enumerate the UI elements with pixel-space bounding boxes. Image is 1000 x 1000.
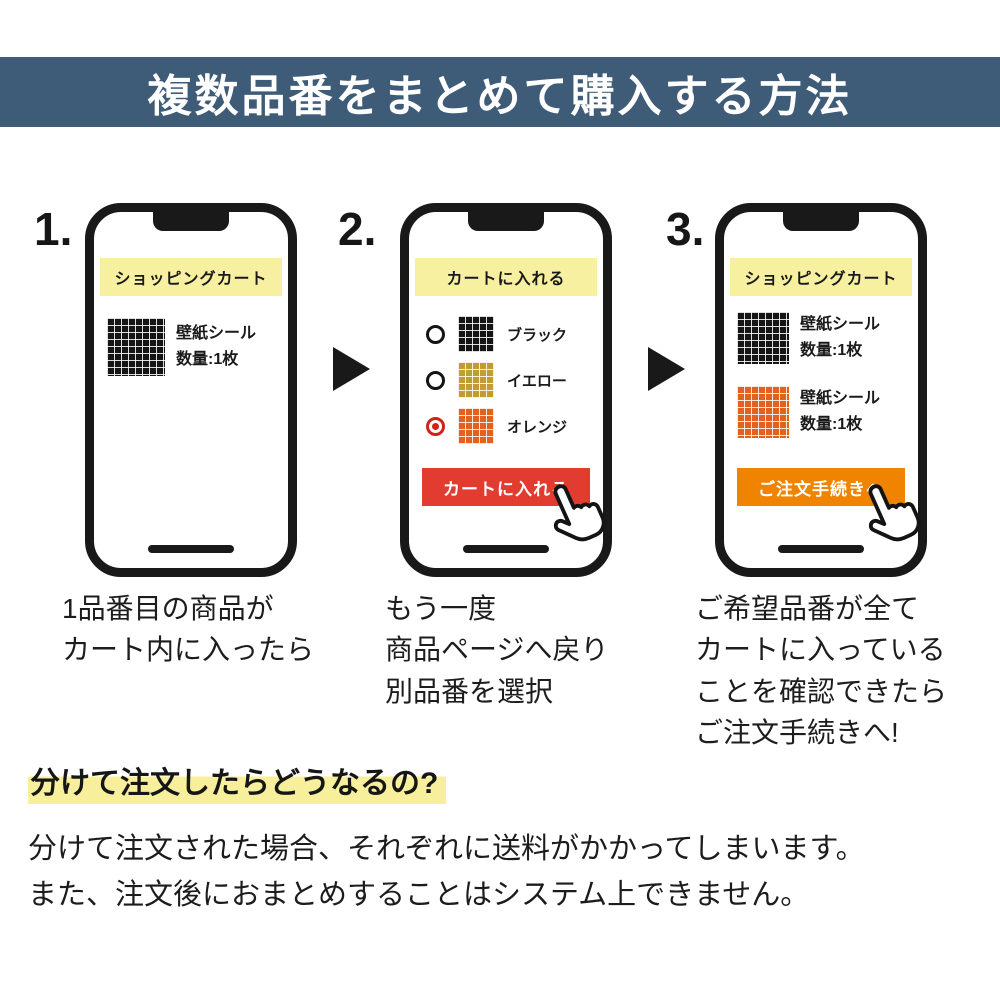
phone-notch: [153, 211, 229, 231]
step-2-caption: もう一度 商品ページへ戻り 別品番を選択: [385, 593, 609, 707]
cart-header-bar-1: ショッピングカート: [100, 258, 282, 296]
note-body: 分けて注文された場合、それぞれに送料がかかってしまいます。 また、注文後におまと…: [28, 826, 865, 919]
step-1-caption: 1品番目の商品が カート内に入ったら: [62, 593, 315, 666]
color-option-label: オレンジ: [507, 418, 568, 436]
orange-product-swatch: [737, 386, 789, 439]
cart-header-bar-3: ショッピングカート: [730, 258, 912, 296]
item-name: 壁紙シール: [176, 324, 257, 342]
step-3-number: 3.: [666, 203, 705, 255]
note-line-2: また、注文後におまとめすることはシステム上できません。: [28, 879, 810, 912]
radio-button-yellow[interactable]: [426, 370, 445, 390]
phone-mockup-1: ショッピングカート 壁紙シール 数量:1枚: [85, 203, 297, 577]
black-product-swatch: [737, 312, 789, 365]
yellow-product-swatch: [458, 362, 494, 398]
add-to-cart-header-label: カートに入れる: [446, 271, 566, 288]
hand-cursor-icon: [553, 484, 606, 542]
item-name: 壁紙シール: [800, 390, 881, 407]
phone-mockup-2: カートに入れる ブラック イエロー オレンジ カートに入れる: [400, 203, 612, 577]
item-qty: 数量:1枚: [176, 351, 239, 368]
black-product-swatch: [107, 318, 165, 376]
arrow-right-icon-2: [648, 347, 685, 391]
item-qty: 数量:1枚: [800, 342, 863, 360]
radio-button-orange-selected[interactable]: [426, 416, 445, 436]
phone-home-bar: [778, 545, 864, 553]
cart-header-label-3: ショッピングカート: [744, 271, 898, 288]
color-option-label: ブラック: [507, 326, 568, 344]
add-to-cart-header-bar: カートに入れる: [415, 258, 597, 296]
color-option-label: イエロー: [507, 372, 567, 390]
cart-item-row: 壁紙シール 数量:1枚: [107, 318, 256, 376]
note-heading: 分けて注文したらどうなるの?: [28, 758, 447, 804]
cart-item-text: 壁紙シール 数量:1枚: [176, 321, 256, 374]
cart-header-label-1: ショッピングカート: [114, 271, 268, 288]
color-option-yellow[interactable]: イエロー: [426, 362, 567, 398]
color-option-black[interactable]: ブラック: [426, 316, 567, 352]
item-name: 壁紙シール: [800, 316, 881, 333]
color-option-orange[interactable]: オレンジ: [426, 408, 567, 444]
step-3-caption: ご希望品番が全て カートに入っている ことを確認できたら ご注文手続きへ!: [695, 593, 948, 749]
arrow-right-icon-1: [333, 347, 370, 391]
phone-notch: [468, 211, 544, 231]
phone-mockup-3: ショッピングカート 壁紙シール 数量:1枚 壁紙シール 数量:1枚 ご注文手続き…: [715, 203, 927, 577]
phone-notch: [783, 211, 859, 231]
radio-button-black[interactable]: [426, 324, 445, 344]
orange-product-swatch: [458, 408, 494, 444]
banner-title: 複数品番をまとめて購入する方法: [147, 72, 853, 121]
item-qty: 数量:1枚: [800, 416, 863, 434]
cart-item-row: 壁紙シール 数量:1枚: [737, 312, 880, 365]
cart-item-text: 壁紙シール 数量:1枚: [800, 312, 880, 365]
step-1-number: 1.: [34, 203, 73, 255]
step-2-number: 2.: [338, 203, 377, 255]
cart-item-row: 壁紙シール 数量:1枚: [737, 386, 880, 439]
phone-home-bar: [148, 545, 234, 553]
black-product-swatch: [458, 316, 494, 352]
note-heading-highlight: 分けて注文したらどうなるの?: [28, 765, 447, 804]
note-line-1: 分けて注文された場合、それぞれに送料がかかってしまいます。: [28, 833, 865, 865]
hand-cursor-icon: [868, 484, 921, 542]
phone-home-bar: [463, 545, 549, 553]
cart-item-text: 壁紙シール 数量:1枚: [800, 386, 880, 439]
banner: 複数品番をまとめて購入する方法: [0, 57, 1000, 127]
